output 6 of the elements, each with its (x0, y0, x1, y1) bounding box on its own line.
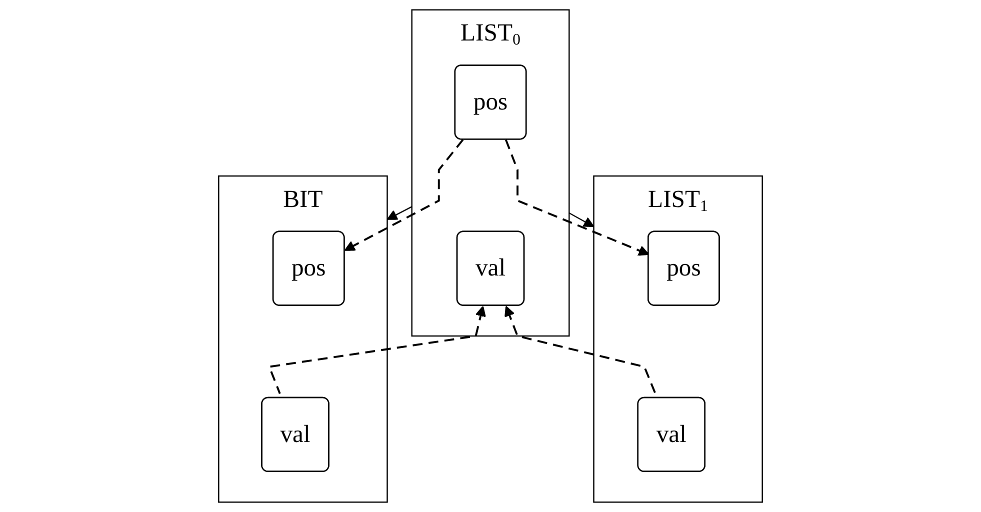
arrow (504, 306, 656, 394)
arrow (568, 212, 594, 228)
arrow (344, 139, 464, 251)
arrow (504, 139, 650, 256)
arrow (386, 206, 412, 220)
arrow (268, 306, 486, 394)
